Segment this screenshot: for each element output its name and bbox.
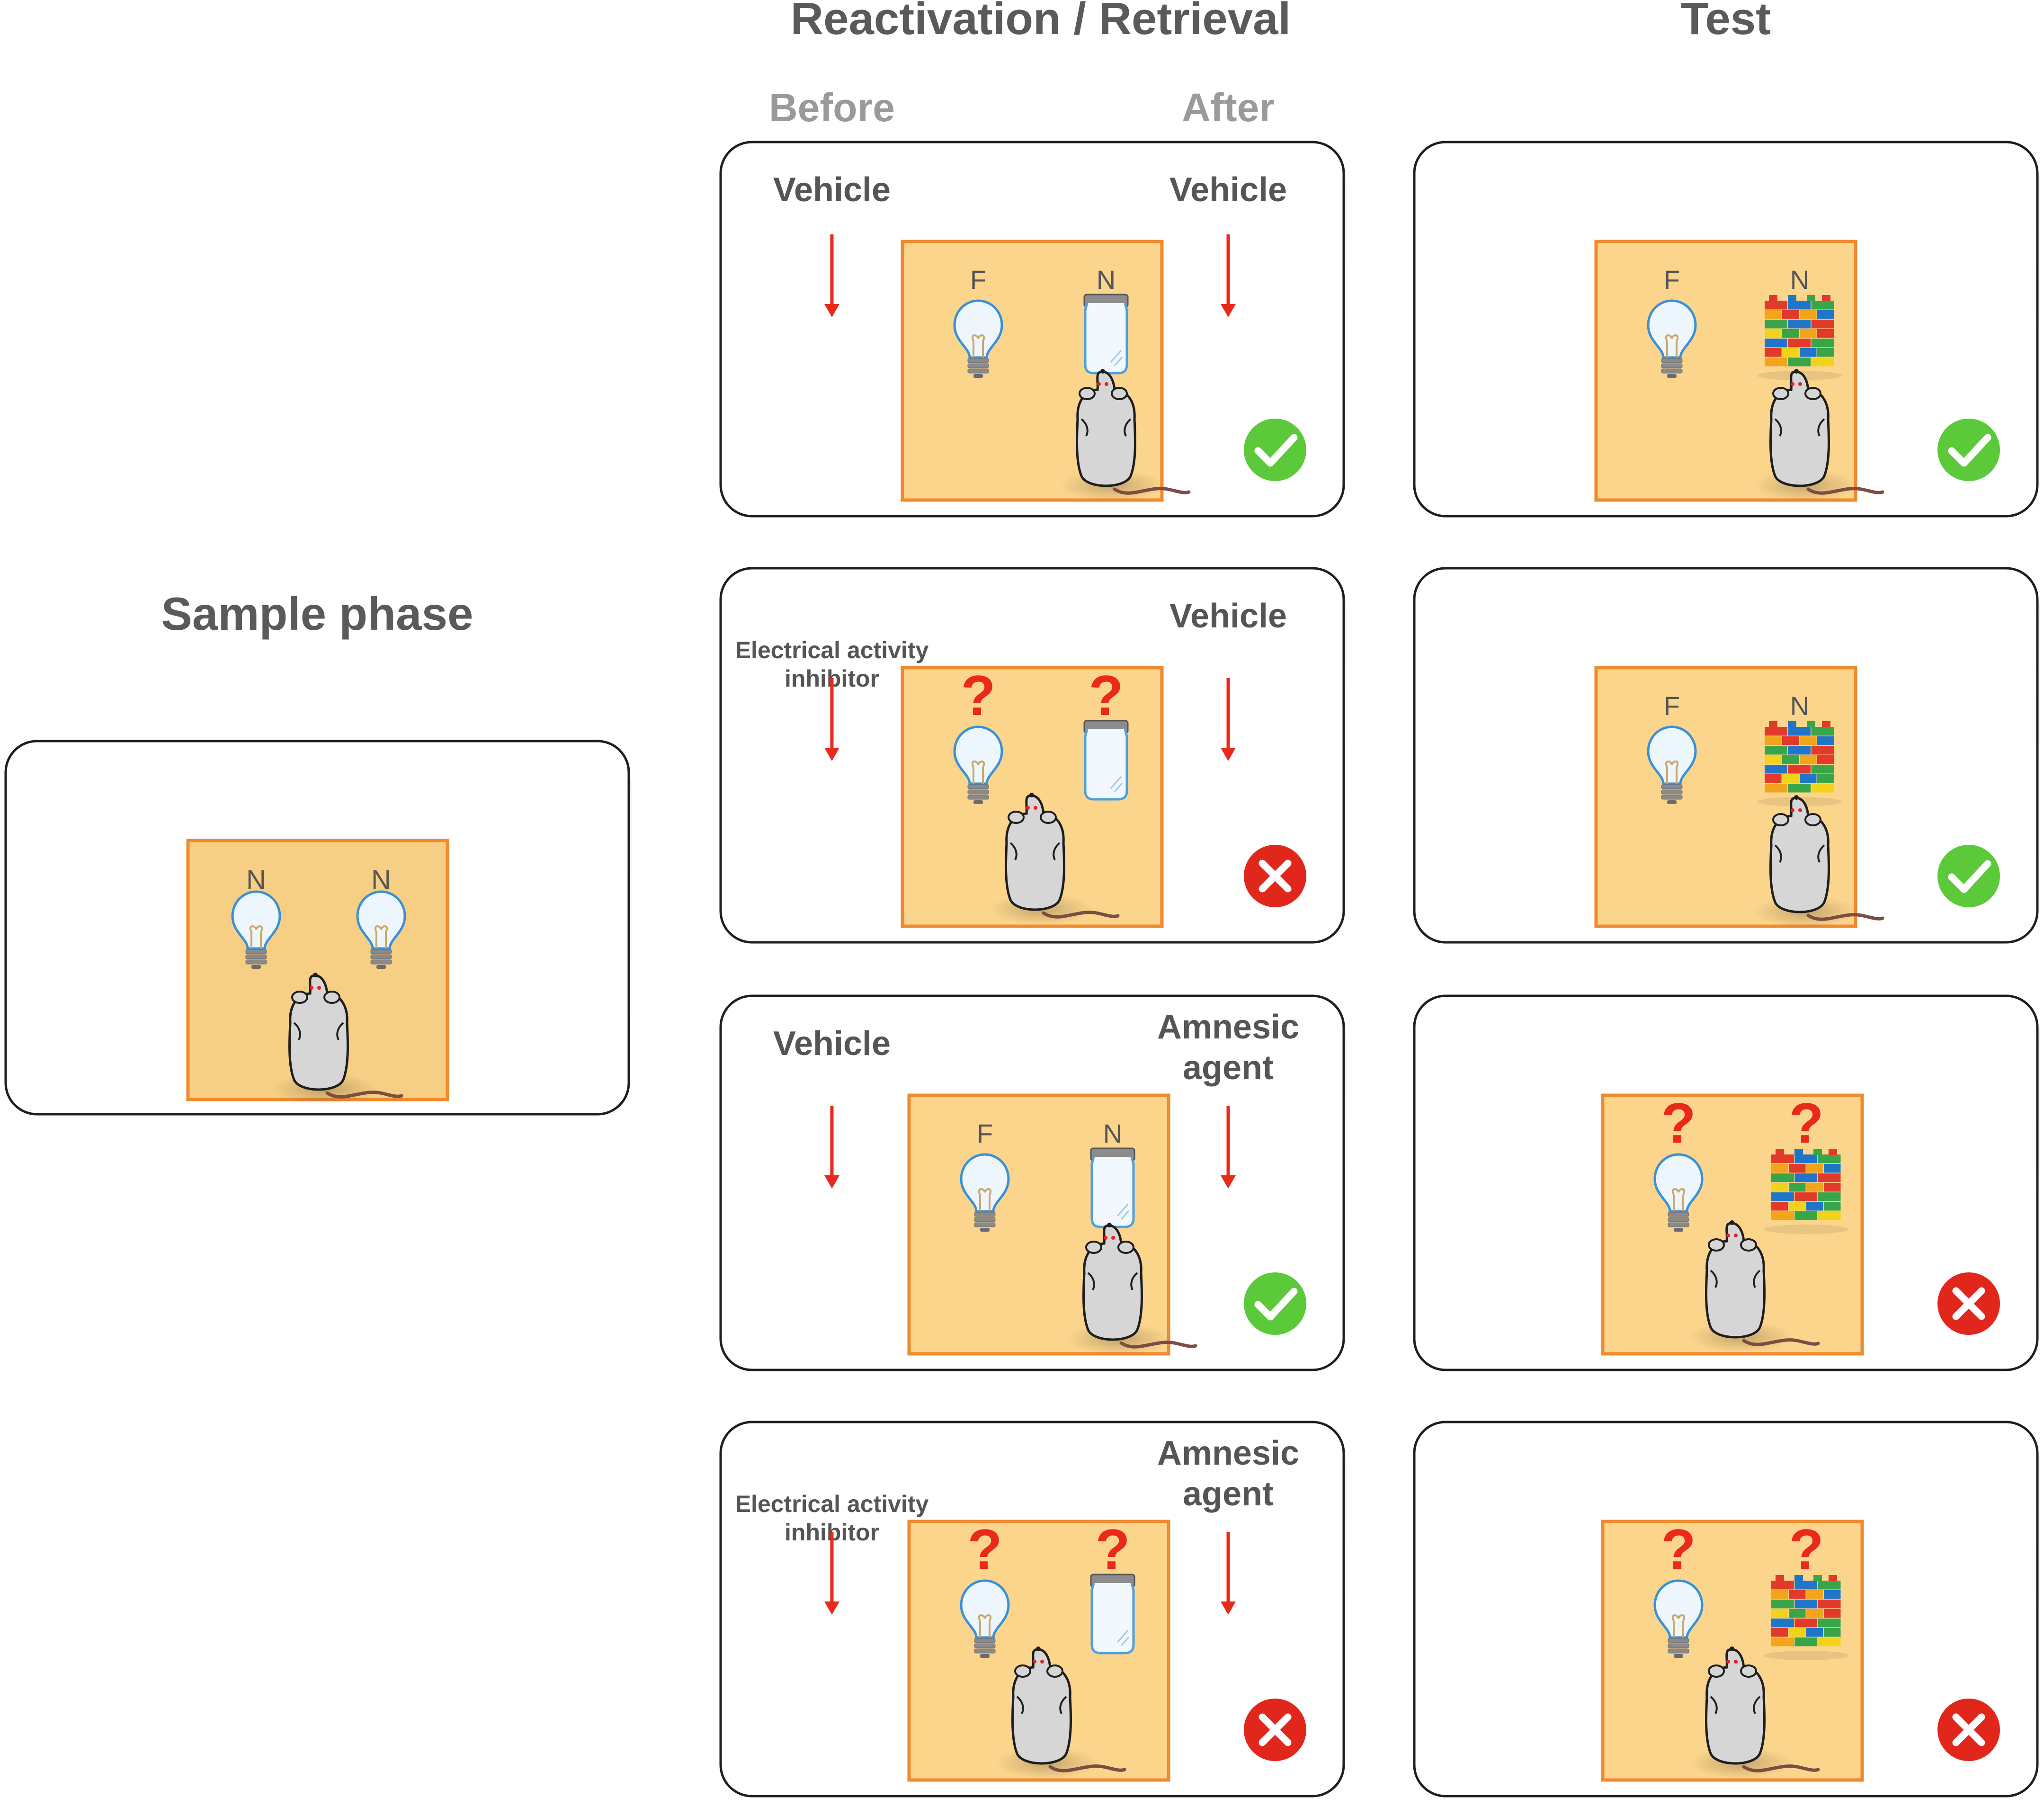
before-treatment-label: Electrical activity: [735, 1491, 929, 1517]
test-panel: ??: [1413, 994, 2040, 1379]
cross-icon: [1937, 1272, 2000, 1335]
object-left-label: F: [970, 265, 986, 295]
lightbulb-icon: [960, 1579, 1010, 1658]
before-treatment-label: Electrical activity: [735, 637, 929, 663]
sample-left-label: N: [246, 865, 266, 895]
after-treatment-label: Vehicle: [1169, 171, 1287, 209]
cross-icon: [1244, 845, 1306, 907]
question-mark-icon: ?: [1095, 1518, 1130, 1581]
question-mark-icon: ?: [961, 664, 995, 727]
reactivation-panel: Electrical activityinhibitorVehicle??: [719, 567, 1347, 952]
mouse-icon: [272, 973, 403, 1105]
object-right-label: N: [1103, 1118, 1122, 1148]
after-treatment-label: agent: [1183, 1475, 1274, 1513]
down-arrow-icon: [824, 1106, 839, 1189]
lightbulb-icon: [953, 299, 1003, 378]
mouse-icon: [1066, 1223, 1197, 1355]
before-subheader: Before: [769, 85, 895, 130]
jar-icon: [1090, 1574, 1135, 1655]
sample-phase-header: Sample phase: [161, 588, 473, 640]
lightbulb-icon: [1647, 299, 1697, 378]
after-treatment-label: Vehicle: [1169, 597, 1287, 635]
question-mark-icon: ?: [1789, 1091, 1823, 1155]
after-treatment-label: agent: [1183, 1049, 1274, 1087]
mouse-icon: [995, 1646, 1126, 1779]
object-left-label: F: [1664, 265, 1680, 295]
lightbulb-icon: [1647, 725, 1697, 804]
mouse-icon: [989, 793, 1120, 925]
toy-blocks-icon: [1757, 721, 1842, 806]
down-arrow-icon: [1221, 678, 1236, 761]
test-arena: [1594, 666, 1857, 928]
toy-blocks-icon: [1764, 1575, 1849, 1660]
mouse-icon: [1060, 369, 1191, 501]
after-subheader: After: [1182, 85, 1275, 130]
reactivation-panel: Electrical activityinhibitorAmnesicagent…: [719, 1421, 1347, 1806]
object-left-label: F: [977, 1118, 993, 1148]
question-mark-icon: ?: [1661, 1518, 1696, 1581]
down-arrow-icon: [824, 1532, 839, 1615]
checkmark-icon: [1937, 845, 2000, 907]
question-mark-icon: ?: [967, 1518, 1002, 1581]
object-right-label: N: [1790, 265, 1809, 295]
lightbulb-icon: [1653, 1153, 1704, 1232]
mouse-icon: [1689, 1646, 1820, 1779]
toy-blocks-icon: [1764, 1149, 1849, 1234]
reactivation-header: Reactivation / Retrieval: [791, 0, 1291, 44]
lightbulb-icon: [960, 1153, 1010, 1232]
jar-icon: [1090, 1147, 1135, 1228]
test-header: Test: [1681, 0, 1771, 44]
before-treatment-label: Vehicle: [773, 1025, 891, 1063]
down-arrow-icon: [1221, 1532, 1236, 1615]
mouse-icon: [1753, 795, 1884, 928]
object-right-label: N: [1097, 265, 1116, 295]
cross-icon: [1244, 1699, 1306, 1761]
after-treatment-label: Amnesic: [1157, 1434, 1299, 1472]
mouse-icon: [1689, 1220, 1820, 1353]
mouse-icon: [1753, 369, 1884, 501]
object-right-label: N: [1790, 691, 1809, 721]
jar-icon: [1083, 294, 1129, 375]
down-arrow-icon: [1221, 1106, 1236, 1189]
sample-right-label: N: [371, 865, 391, 895]
before-treatment-label: Vehicle: [773, 171, 891, 209]
checkmark-icon: [1244, 419, 1306, 481]
down-arrow-icon: [1221, 234, 1236, 317]
down-arrow-icon: [824, 234, 839, 317]
lightbulb-icon: [231, 890, 281, 969]
cross-icon: [1937, 1699, 2000, 1761]
after-treatment-label: Amnesic: [1157, 1008, 1299, 1046]
question-mark-icon: ?: [1661, 1091, 1696, 1155]
down-arrow-icon: [824, 678, 839, 761]
lightbulb-icon: [356, 890, 406, 969]
checkmark-icon: [1244, 1272, 1306, 1335]
question-mark-icon: ?: [1789, 1518, 1823, 1581]
question-mark-icon: ?: [1089, 664, 1123, 727]
condition-row-2: Electrical activityinhibitorVehicle??FN: [719, 567, 2040, 952]
test-panel: ??: [1413, 1421, 2040, 1806]
checkmark-icon: [1937, 419, 2000, 481]
sample-panel: N N: [4, 740, 632, 1124]
lightbulb-icon: [953, 725, 1003, 804]
lightbulb-icon: [1653, 1579, 1704, 1658]
jar-icon: [1083, 720, 1129, 801]
condition-row-4: Electrical activityinhibitorAmnesicagent…: [719, 1421, 2040, 1806]
object-left-label: F: [1664, 691, 1680, 721]
